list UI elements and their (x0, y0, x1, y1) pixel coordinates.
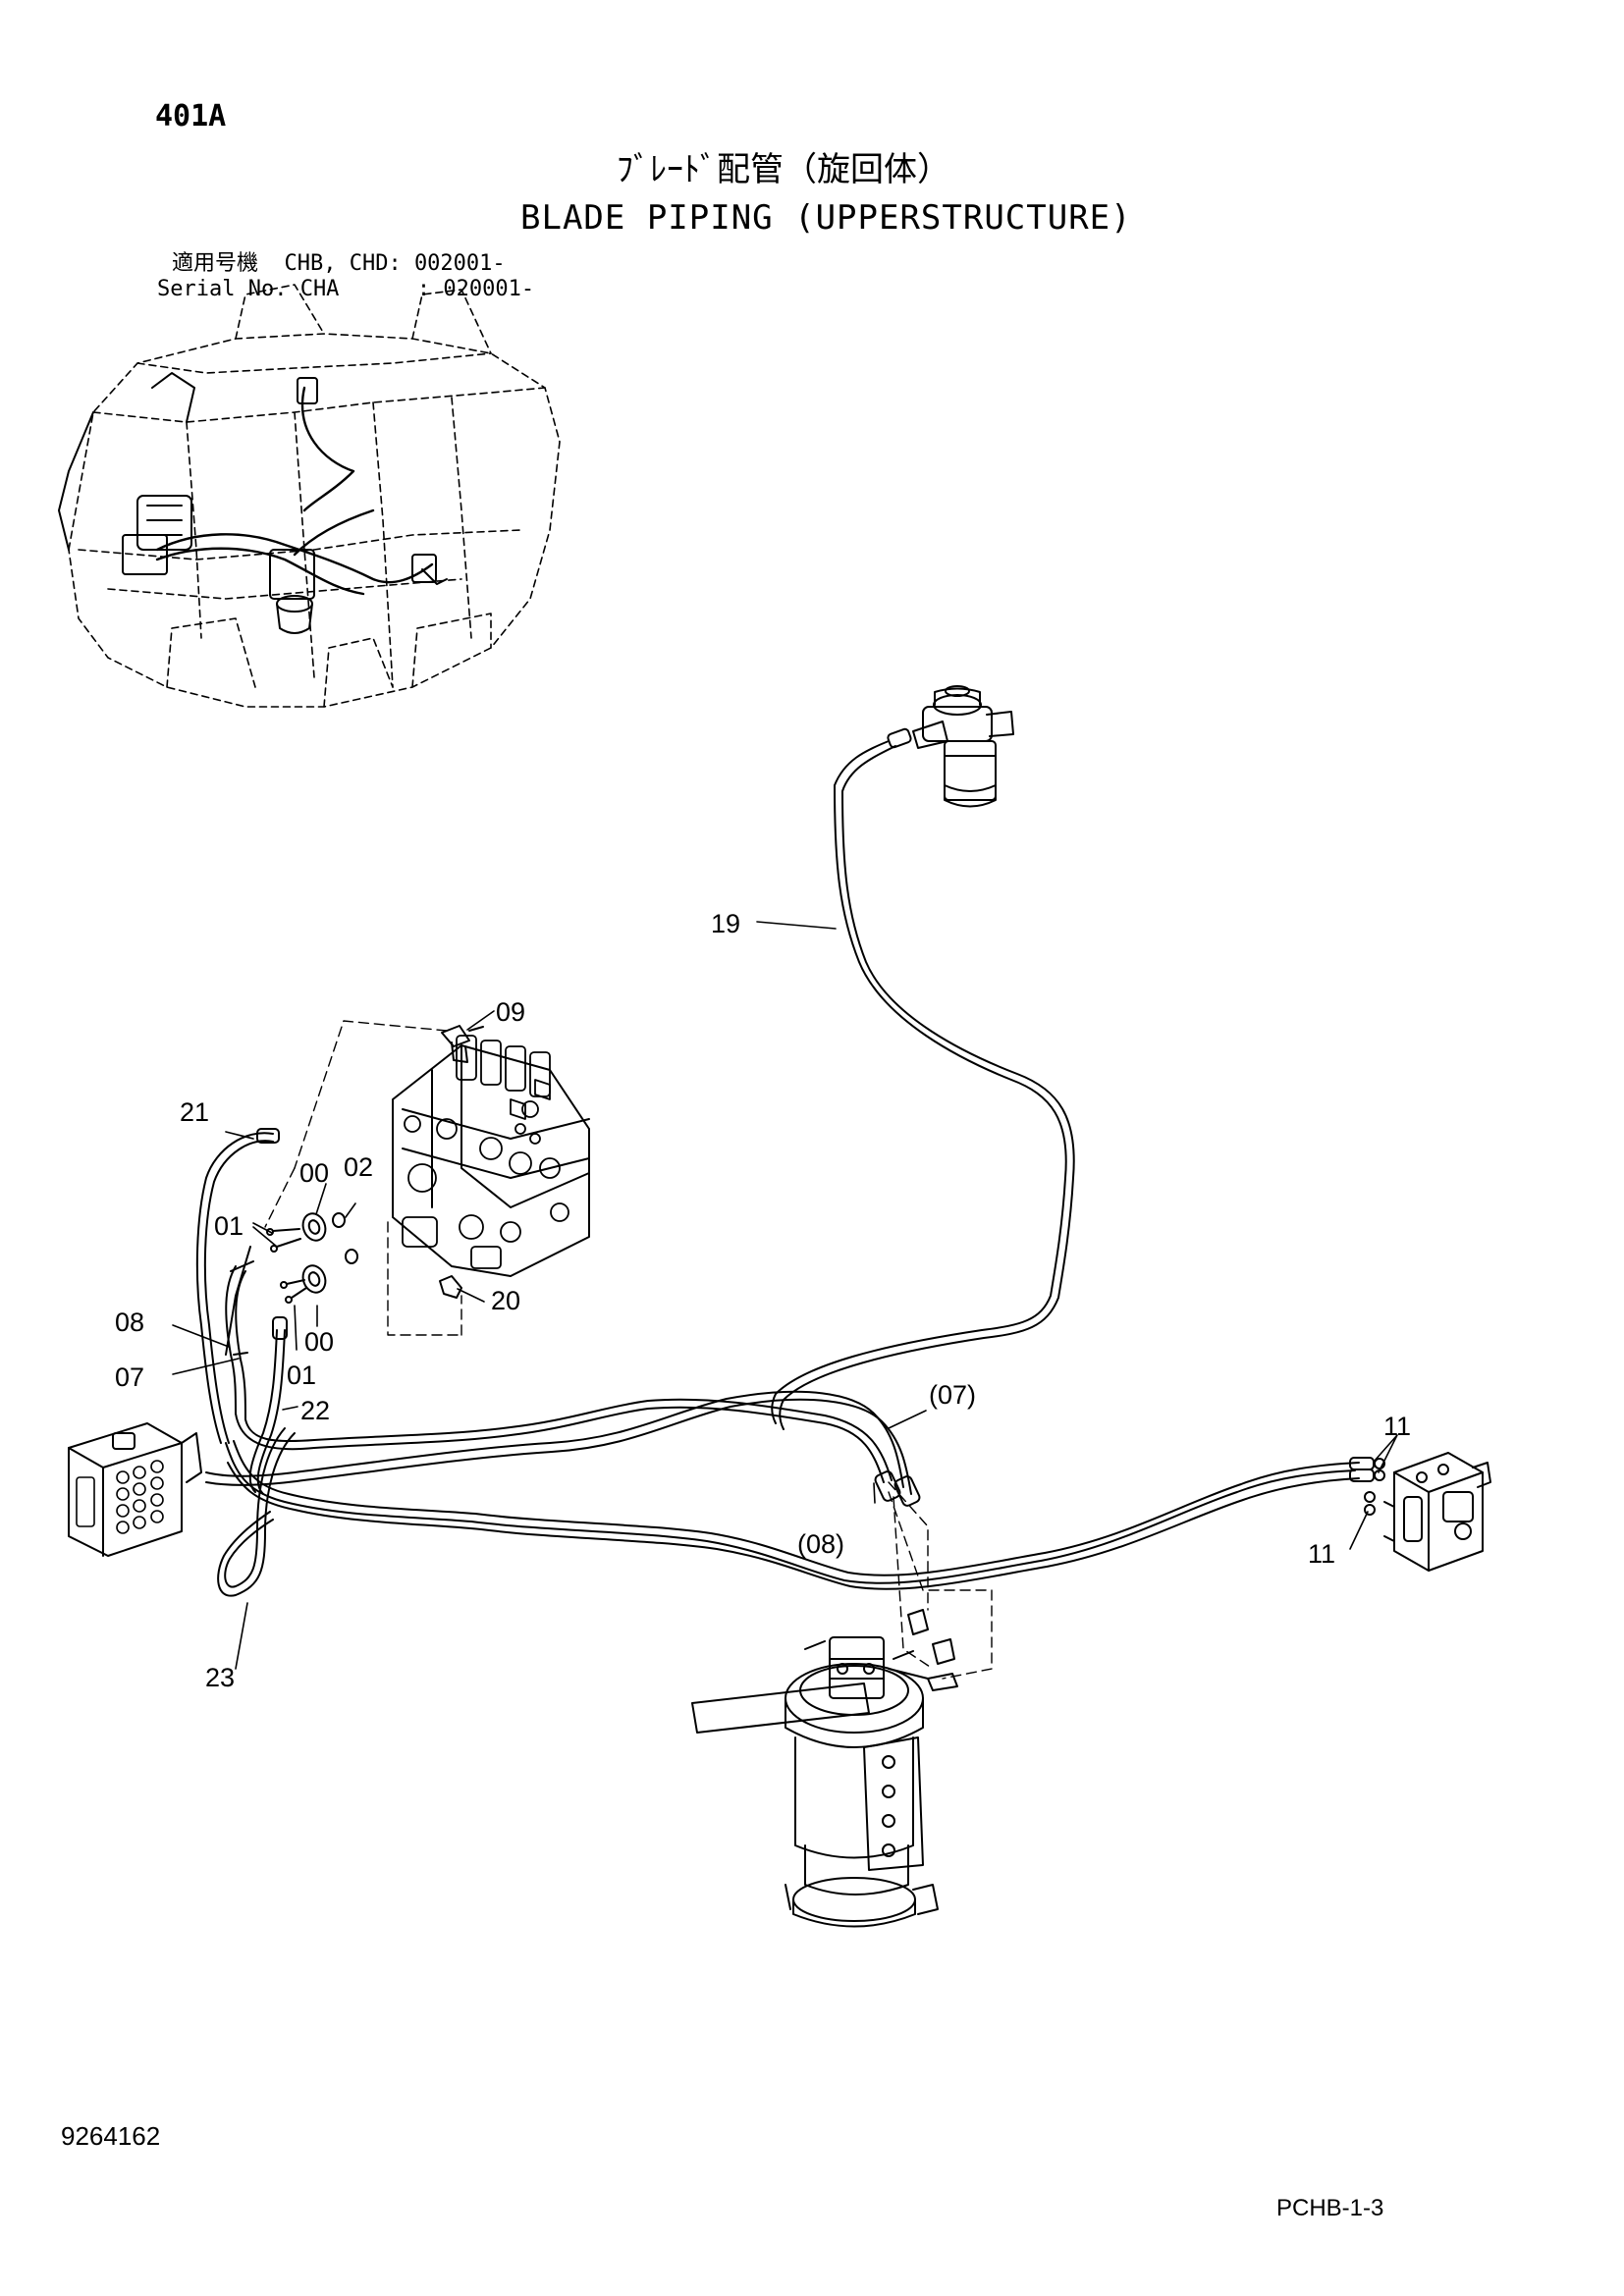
callout-08-ref: (08) (797, 1529, 844, 1559)
pilot-filter (912, 685, 1014, 808)
flange-set (266, 1212, 462, 1304)
callout-01-lower: 01 (287, 1361, 316, 1390)
title-japanese: ﾌﾞﾚｰﾄﾞ配管（旋回体） (617, 150, 950, 189)
hose-19 (771, 727, 1075, 1430)
solenoid-valve-block (68, 1422, 202, 1557)
callout-00-lower: 00 (304, 1327, 334, 1357)
title-english: BLADE PIPING (UPPERSTRUCTURE) (520, 198, 1132, 238)
callout-07: 07 (115, 1362, 144, 1392)
callout-00-upper: 00 (299, 1158, 329, 1188)
upperstructure-overview-sketch (58, 284, 561, 708)
reference-dashed-lines (264, 1020, 993, 1680)
hoses-07-08 (205, 1260, 921, 1507)
hoses-11 (225, 1440, 1385, 1590)
callout-07-ref: (07) (929, 1380, 976, 1410)
serial-applicability-line-1: 適用号機 CHB, CHD: 002001- (172, 251, 506, 276)
callout-19: 19 (711, 909, 740, 938)
callout-09: 09 (496, 997, 525, 1027)
center-joint (691, 1636, 939, 1928)
page-number: 401A (155, 99, 227, 133)
callout-20: 20 (491, 1286, 520, 1315)
page-reference: PCHB-1-3 (1276, 2195, 1384, 2221)
hose-23 (217, 1427, 296, 1597)
leader-lines (172, 921, 1398, 1670)
document-number: 9264162 (61, 2121, 161, 2151)
fitting-09 (441, 1025, 484, 1063)
swivel-fittings (888, 1609, 958, 1691)
callout-11-lower: 11 (1308, 1539, 1335, 1569)
callout-02: 02 (344, 1152, 373, 1182)
callout-01-upper: 01 (214, 1211, 244, 1241)
hose-22 (248, 1316, 288, 1495)
hose-21 (195, 1128, 280, 1444)
callout-08: 08 (115, 1308, 144, 1337)
callout-22: 22 (300, 1396, 330, 1425)
callout-11-upper: 11 (1383, 1412, 1411, 1441)
callout-21: 21 (180, 1097, 209, 1127)
control-valve (392, 1035, 590, 1277)
callout-23: 23 (205, 1663, 235, 1692)
serial-applicability-line-2: Serial No. CHA : 020001- (157, 277, 535, 301)
blade-valve (1383, 1452, 1491, 1572)
